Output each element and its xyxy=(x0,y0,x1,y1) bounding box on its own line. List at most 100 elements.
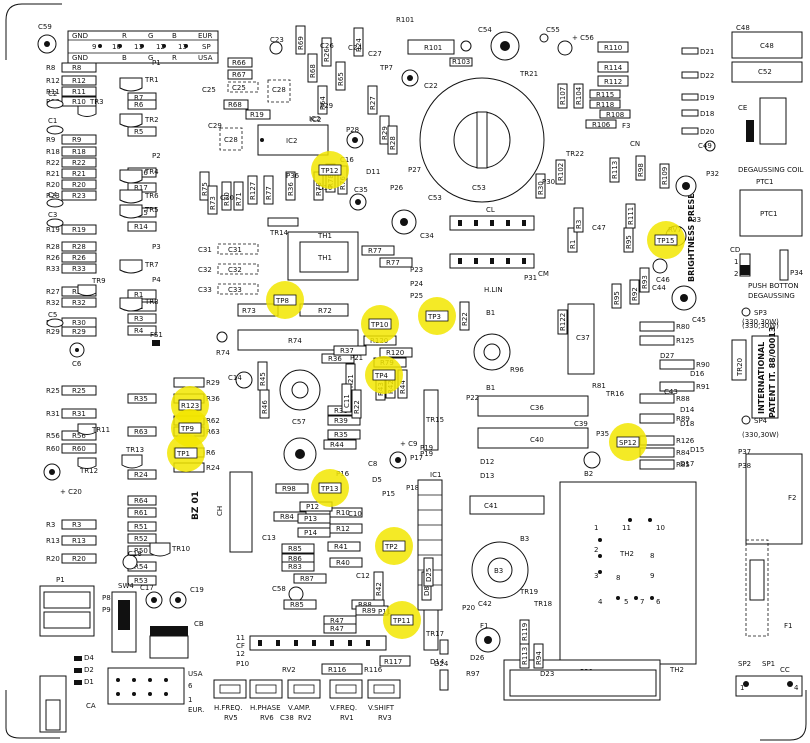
test-point-tp15: TP15 xyxy=(647,221,685,259)
svg-text:C4: C4 xyxy=(48,191,58,199)
svg-text:TR15: TR15 xyxy=(425,416,444,424)
label-p27: P27 xyxy=(408,166,421,174)
ic2-area: IC2 IC2 C28 C28 C25 C25 C23 C22 C35 C34 xyxy=(202,36,438,240)
preset-rv5[interactable]: H.FREQ.RV5 xyxy=(213,679,247,722)
vert-resistor-r68: R68 xyxy=(307,53,318,83)
svg-text:R85: R85 xyxy=(290,601,304,609)
label-d16: D16 xyxy=(690,370,705,378)
svg-text:IC2: IC2 xyxy=(309,115,320,123)
svg-text:R29: R29 xyxy=(381,126,389,140)
svg-text:D25: D25 xyxy=(425,568,433,582)
label-c30: C30 xyxy=(220,194,234,202)
mid-resistor-r51: R51 xyxy=(127,521,157,532)
preset-name: H.PHASE xyxy=(250,704,281,712)
power-rating-1: (330,30W) xyxy=(742,322,779,330)
label-d14: D14 xyxy=(680,406,695,414)
svg-text:C11: C11 xyxy=(343,394,351,408)
sp3-label: SP3 xyxy=(754,309,767,317)
svg-text:R24: R24 xyxy=(134,471,148,479)
p34-label: P34 xyxy=(790,269,804,277)
center-resistor-r83: R83 xyxy=(281,561,315,572)
center-pots: C57 C14 + C9 C58 xyxy=(228,369,417,602)
usa-label: USA xyxy=(188,670,203,678)
svg-text:R19: R19 xyxy=(46,226,60,234)
preset-id: RV5 xyxy=(224,714,238,722)
push-button-label: PUSH BOTTON xyxy=(748,282,799,290)
svg-text:R67: R67 xyxy=(232,71,246,79)
svg-text:C55: C55 xyxy=(546,26,560,34)
svg-text:R10: R10 xyxy=(72,98,86,106)
svg-text:C45: C45 xyxy=(692,316,706,324)
svg-text:6: 6 xyxy=(188,682,193,690)
svg-text:C2: C2 xyxy=(48,90,57,98)
svg-text:CD: CD xyxy=(730,246,740,254)
right-resistor-r88: R88 xyxy=(639,393,690,404)
svg-text:R25: R25 xyxy=(72,387,86,395)
svg-text:R61: R61 xyxy=(134,509,148,517)
ce-label: CE xyxy=(738,104,747,112)
test-point-sp12: SP12 xyxy=(609,423,647,461)
svg-text:+ C56: + C56 xyxy=(572,34,594,42)
svg-text:R122: R122 xyxy=(559,313,567,331)
preset-rv2[interactable]: V.AMP.RV2 xyxy=(287,679,321,722)
svg-text:R53: R53 xyxy=(134,577,148,585)
brightness-preset-label: BRIGHTNESS PRESET xyxy=(687,187,696,282)
svg-text:R40: R40 xyxy=(336,559,350,567)
mid-resistor-r64: R64 xyxy=(127,495,157,506)
svg-text:C52: C52 xyxy=(758,68,772,76)
corner-mark-bottom-left xyxy=(5,690,60,739)
svg-text:R113: R113 xyxy=(521,647,529,665)
svg-text:R28: R28 xyxy=(72,243,86,251)
center-resistor-r10: R10 xyxy=(329,507,363,518)
preset-id: RV6 xyxy=(260,714,274,722)
label-p31: P31 xyxy=(524,274,537,282)
center-resistor-r41: R41 xyxy=(327,541,361,552)
svg-text:D21: D21 xyxy=(700,48,714,56)
svg-text:R33: R33 xyxy=(72,265,86,273)
vert-resistor-r26: R26 xyxy=(321,37,332,67)
label-c10: C10 xyxy=(348,510,362,518)
svg-text:B3: B3 xyxy=(494,567,503,575)
svg-text:R11: R11 xyxy=(72,88,86,96)
svg-text:R36: R36 xyxy=(328,355,342,363)
svg-text:R29: R29 xyxy=(72,328,86,336)
svg-text:4: 4 xyxy=(598,598,603,606)
svg-text:P12: P12 xyxy=(306,503,319,511)
label-p19: P19 xyxy=(420,450,433,458)
svg-text:B1: B1 xyxy=(486,384,495,392)
svg-text:R104: R104 xyxy=(575,86,583,105)
svg-text:TR4: TR4 xyxy=(144,168,159,176)
svg-text:R72: R72 xyxy=(318,307,332,315)
preset-id: RV2 xyxy=(298,714,312,722)
cell-b-bot: B xyxy=(122,54,127,62)
preset-rv1[interactable]: V.FREQ.RV1 xyxy=(329,679,363,722)
vert-r22: R22 xyxy=(459,301,470,331)
center-resistor-r120: R120 xyxy=(379,347,413,358)
svg-text:C54: C54 xyxy=(478,26,492,34)
svg-text:R12: R12 xyxy=(46,77,60,85)
svg-text:R13: R13 xyxy=(46,537,60,545)
svg-text:R64: R64 xyxy=(134,497,148,505)
vert-resistor-r94: R94 xyxy=(533,643,544,669)
svg-text:R88: R88 xyxy=(676,395,690,403)
test-point-tp8: TP8 xyxy=(266,281,304,319)
svg-text:TP1: TP1 xyxy=(176,450,190,458)
svg-text:C23: C23 xyxy=(270,36,284,44)
center-resistor-r12: R12 xyxy=(329,523,363,534)
board-title: BZ 01 xyxy=(191,491,201,520)
label-p24: P24 xyxy=(410,280,424,288)
svg-text:2: 2 xyxy=(734,270,738,278)
preset-rv6[interactable]: H.PHASE RV6 xyxy=(249,679,283,722)
cell-r-top: R xyxy=(122,32,127,40)
ch-connector: CH xyxy=(216,471,253,553)
